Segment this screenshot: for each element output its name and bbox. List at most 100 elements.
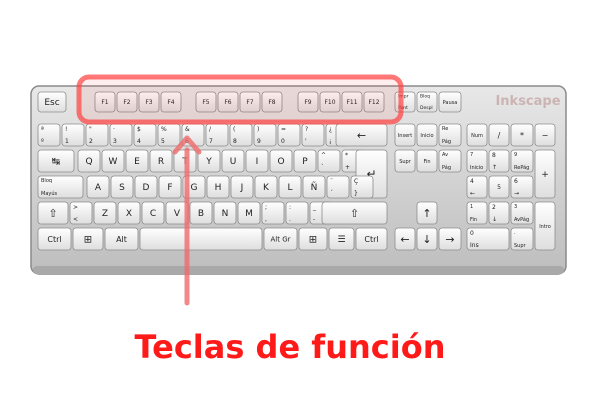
key-mul: * (510, 123, 534, 147)
key-label: I (256, 157, 259, 167)
key-label: ↓ (422, 233, 431, 246)
key-label: Pág (442, 164, 451, 171)
key-label: ↹ (52, 157, 60, 168)
key-label: 2 (492, 204, 496, 211)
key-label: 9 (257, 138, 261, 145)
key-label: Supr (399, 159, 412, 165)
key-num: Num (466, 123, 488, 147)
key-label: − (542, 131, 549, 140)
key-label: ª (41, 126, 44, 133)
key-win-left: ⊞ (72, 227, 104, 251)
key-label: ? (305, 126, 308, 133)
key-label: + (541, 170, 549, 180)
key-label: Esc (44, 98, 59, 108)
key-label: 5 (497, 184, 501, 191)
key-label: Ins (470, 242, 479, 249)
key-label: ← (400, 233, 409, 246)
key-label: R (158, 157, 164, 167)
key-label: ↓ (492, 216, 497, 223)
key-label: Pausa (443, 100, 458, 106)
key-label: * (345, 152, 348, 159)
key-label: 8 (233, 138, 237, 145)
key-label: M (245, 209, 253, 219)
key-label: * (520, 131, 524, 140)
key-label: ⇧ (350, 207, 359, 220)
key-label: Alt (116, 235, 127, 244)
key-label: > (73, 204, 78, 211)
key-label: Insert (398, 133, 412, 139)
key-q-row-O: O (269, 149, 293, 173)
key-q-row-Y: Y (197, 149, 221, 173)
key-tab: ↹ (37, 149, 75, 173)
key-label: D (143, 183, 150, 193)
key-num-row-0: ªº (37, 123, 61, 147)
key-label: F1 (101, 99, 108, 106)
key-label: RePág (514, 164, 529, 171)
key-f6: F6 (217, 91, 239, 113)
key-arrow-up: ↑ (416, 201, 438, 225)
key-label: Ctrl (47, 235, 61, 244)
key-punct-1: :. (285, 201, 309, 225)
key-div: / (488, 123, 510, 147)
key-label: F7 (246, 99, 253, 106)
key-label: Fin (423, 159, 430, 165)
key-label: % (161, 126, 167, 133)
function-keys-highlight (76, 74, 404, 125)
key-label: Inicio (470, 165, 483, 171)
key-a-row-H: H (206, 175, 230, 199)
key-label: ; (265, 204, 267, 211)
key-label: ¿ (329, 126, 332, 133)
key-minus: − (534, 123, 556, 147)
key-label: W (109, 157, 118, 167)
key-shift-left: ⇧ (37, 201, 69, 225)
key-label: Y (205, 157, 212, 167)
key-fin: Fin (416, 149, 438, 173)
key-win-right: ⊞ (298, 227, 328, 251)
key-label: ↑ (492, 164, 497, 171)
key-re-pag: RePág (438, 123, 462, 147)
key-label: F4 (167, 99, 174, 106)
key-label: F11 (346, 99, 357, 106)
key-label: . (289, 216, 291, 223)
key-label: ´ (330, 190, 333, 197)
key-label: 0 (281, 138, 285, 145)
key-label: 7 (470, 152, 473, 158)
key-label: º (41, 138, 44, 145)
key-label: F3 (145, 99, 152, 106)
key-q-row-U: U (221, 149, 245, 173)
key-label: Intro (539, 224, 551, 230)
key-label: Z (102, 209, 108, 219)
key-label: 1 (65, 138, 69, 145)
key-label: F9 (304, 99, 311, 106)
key-label: F2 (123, 99, 130, 106)
key-f1: F1 (94, 91, 116, 113)
key-q-row-E: E (125, 149, 149, 173)
key-a-row-J: J (230, 175, 254, 199)
key-label: AvPág (514, 216, 529, 223)
key-label: 6 (514, 178, 518, 185)
key-label: $ (137, 126, 141, 133)
key-label: F6 (224, 99, 231, 106)
key-num-row-1: !1 (61, 123, 85, 147)
key-f12: F12 (363, 91, 385, 113)
key-num-row-11: ?' (301, 123, 325, 147)
key-label: F8 (268, 99, 275, 106)
key-label: B (198, 209, 204, 219)
key-label: Ç (354, 178, 358, 185)
key-label: G (191, 183, 198, 193)
key-pausa: Pausa (438, 91, 462, 113)
highlight-arrow (172, 135, 202, 306)
key-arrow-right: → (438, 227, 462, 251)
key-alt: Alt (104, 227, 139, 251)
key-label: ) (257, 126, 259, 133)
key-num-row-4: $4 (133, 123, 157, 147)
key-label: K (263, 183, 270, 193)
key-alt-gr: Alt Gr (263, 227, 298, 251)
key-label: Ñ (311, 182, 318, 193)
key-f11: F11 (341, 91, 363, 113)
key-f5: F5 (195, 91, 217, 113)
